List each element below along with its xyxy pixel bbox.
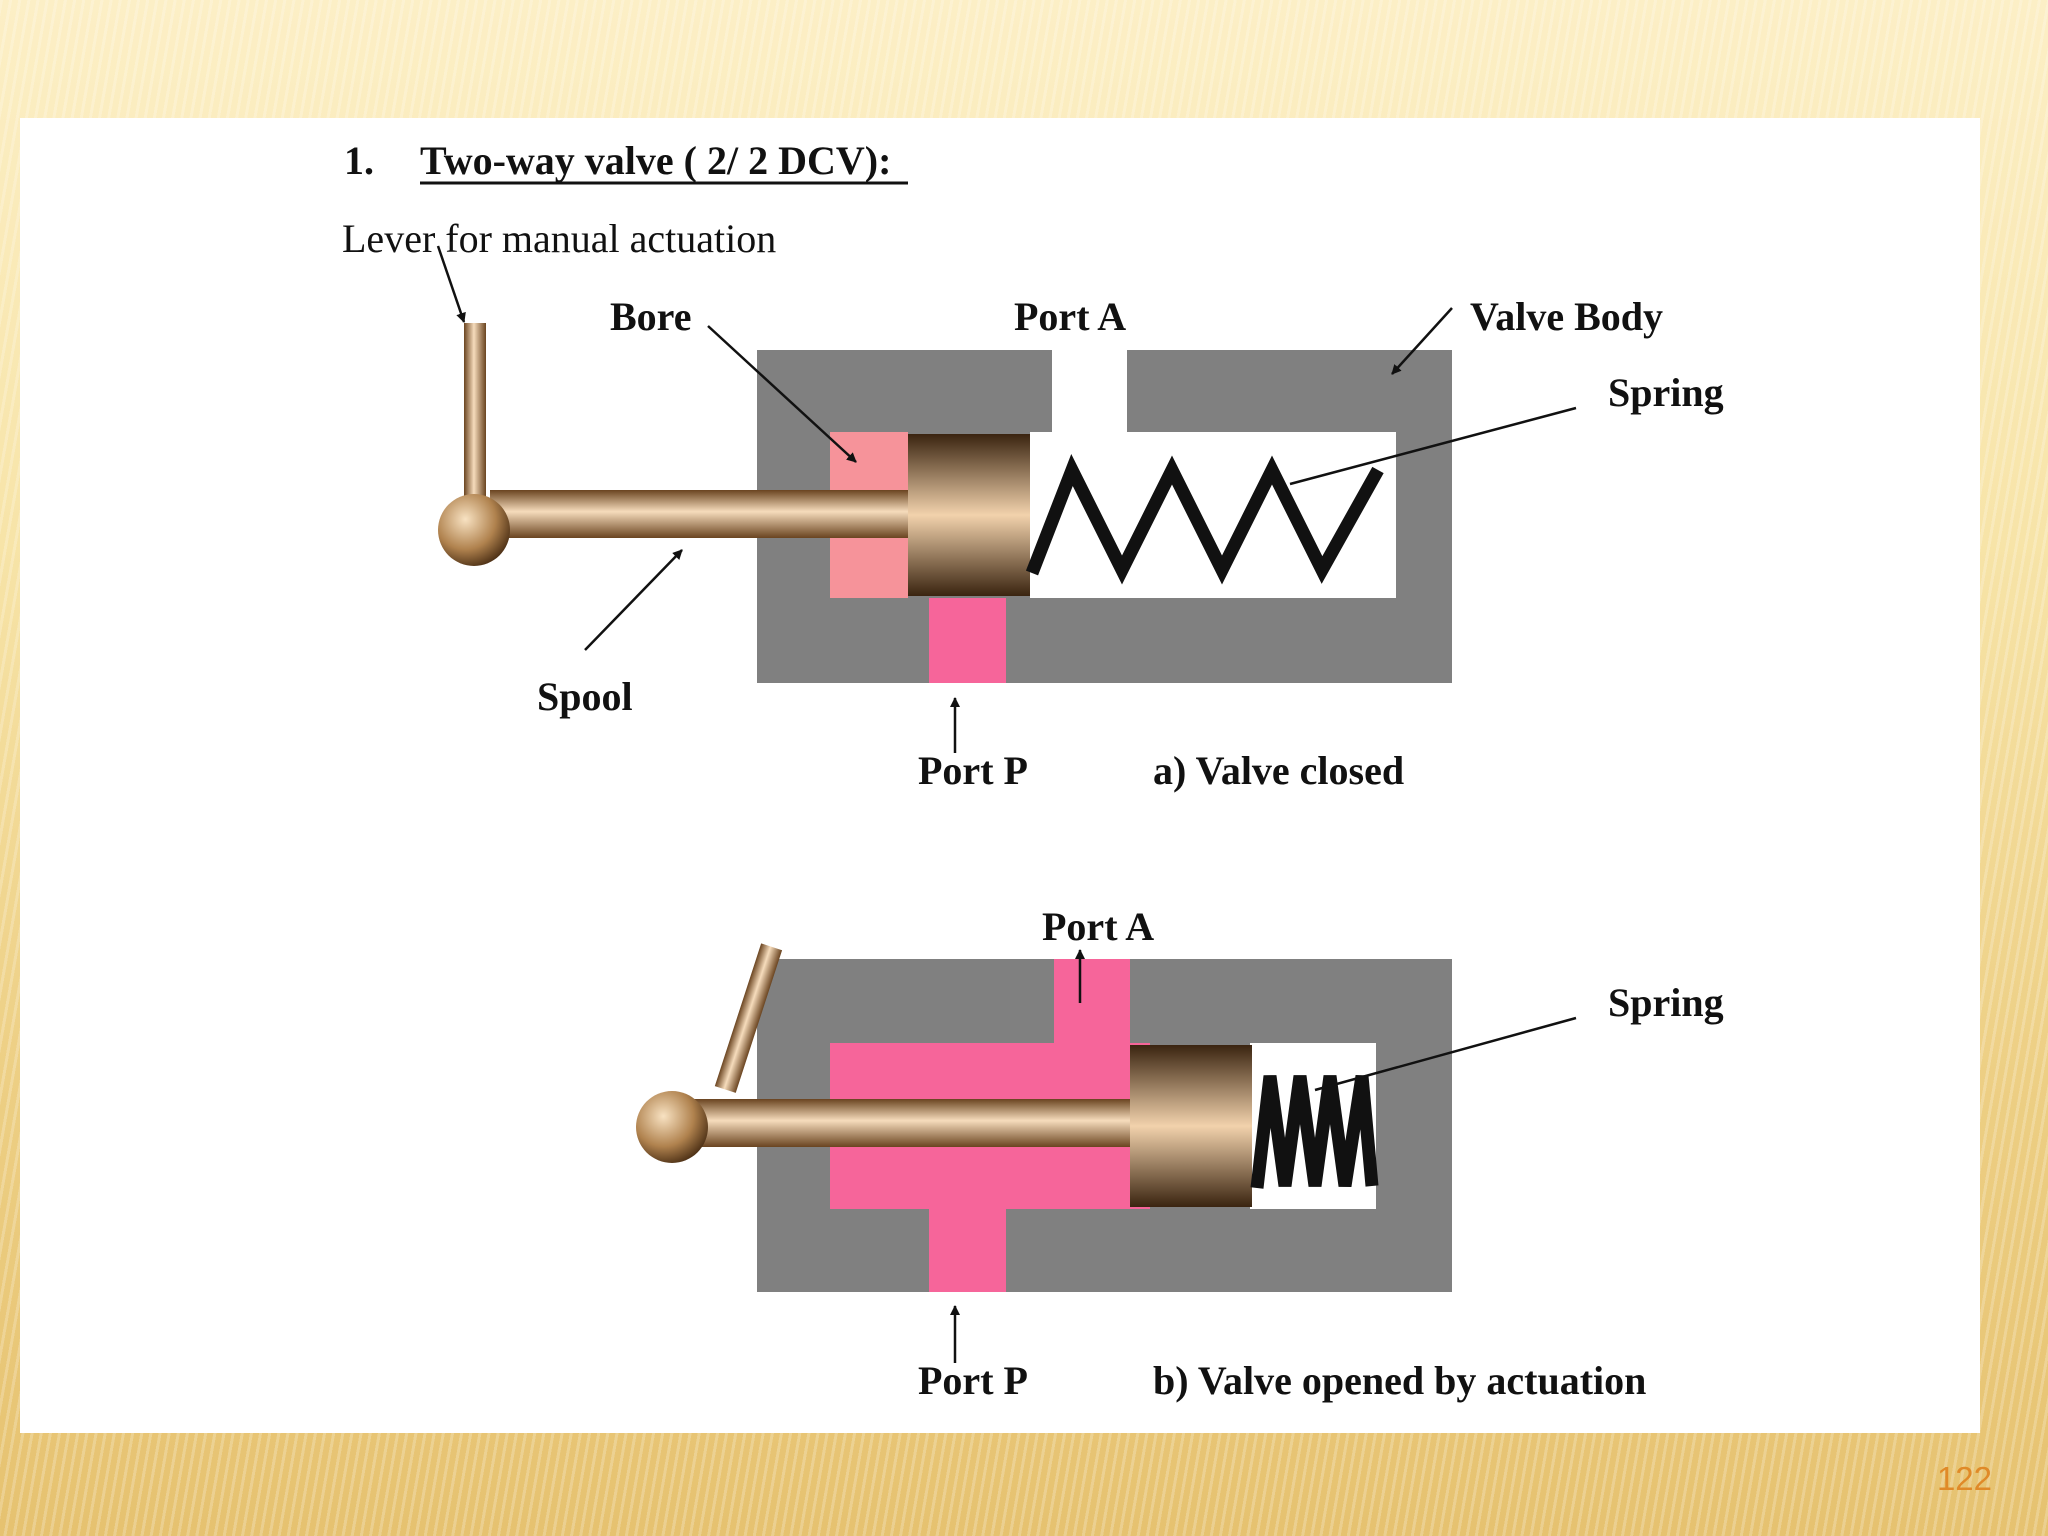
label-port-a-top: Port A (1014, 294, 1126, 339)
label-spool: Spool (537, 674, 633, 719)
spool-rod-b (690, 1099, 1150, 1147)
arrow-valve-body (1391, 307, 1453, 375)
slide-content: 1. Two-way valve ( 2/ 2 DCV): Lever for … (20, 118, 1980, 1433)
leader-spring-top (1289, 406, 1577, 486)
spring-coil-b (1250, 1075, 1379, 1189)
spool-piston-b (1130, 1045, 1252, 1207)
diagram-a: Lever for manual actuation Bore Port A V… (342, 216, 1724, 793)
label-port-a-bottom: Port A (1042, 904, 1154, 949)
lever-pivot-a (438, 494, 510, 566)
label-port-p-top: Port P (918, 748, 1028, 793)
lever-pivot-b (636, 1091, 708, 1163)
spool-rod-a (490, 490, 910, 538)
leader-spring-bottom (1314, 1016, 1577, 1092)
valve-diagram: 1. Two-way valve ( 2/ 2 DCV): Lever for … (342, 138, 1724, 1403)
lever-handle-a (464, 323, 486, 503)
label-spring-top: Spring (1608, 370, 1724, 415)
port-p-fluid-b (929, 1207, 1006, 1292)
caption-valve-opened: b) Valve opened by actuation (1153, 1358, 1646, 1403)
label-lever: Lever for manual actuation (342, 216, 776, 261)
heading-title: Two-way valve ( 2/ 2 DCV): (420, 138, 891, 183)
caption-valve-closed: a) Valve closed (1153, 748, 1404, 793)
heading-number: 1. (344, 138, 374, 183)
page-number: 122 (1936, 1460, 1992, 1497)
arrow-lever (436, 245, 466, 323)
lever-handle-b (714, 943, 783, 1093)
diagram-b: Port A Spring Port P b) Valve opened by … (636, 904, 1724, 1403)
label-bore: Bore (610, 294, 691, 339)
label-spring-bottom: Spring (1608, 980, 1724, 1025)
spool-piston-a (908, 434, 1030, 596)
port-a-opening (1052, 350, 1127, 432)
port-a-fluid-b (1054, 959, 1130, 1049)
label-port-p-bottom: Port P (918, 1358, 1028, 1403)
arrow-bore (707, 325, 857, 463)
spring-chamber-a (1030, 432, 1396, 598)
label-valve-body: Valve Body (1470, 294, 1663, 339)
arrow-spool (584, 549, 683, 651)
port-p-fluid-a (929, 598, 1006, 683)
spring-coil-a (1025, 453, 1384, 585)
